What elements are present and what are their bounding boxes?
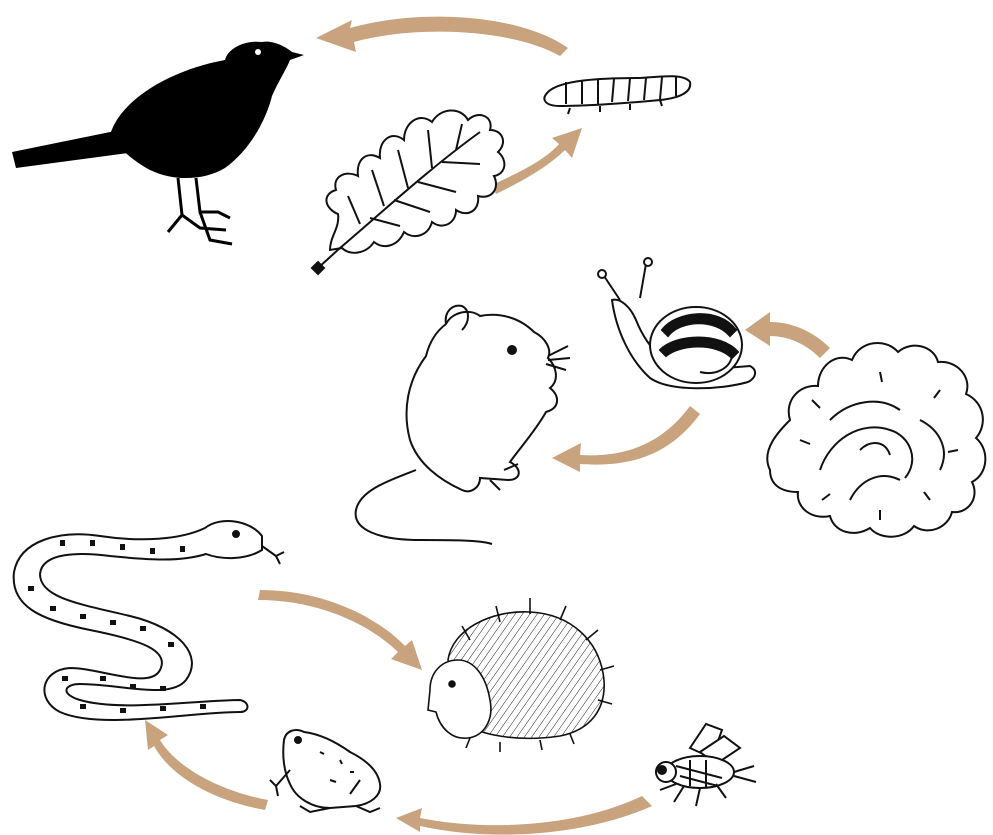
arrow-lettuce-to-snail (745, 312, 830, 358)
arrow-snake-to-hedgehog (258, 590, 422, 670)
frog-icon (270, 730, 380, 812)
blackbird-icon (12, 42, 304, 244)
snail-icon (598, 258, 755, 388)
hedgehog-icon (428, 598, 614, 752)
arrow-frog-to-snake (145, 720, 268, 810)
oak-leaf-icon (312, 110, 504, 274)
mouse-icon (356, 306, 570, 544)
arrow-snail-to-mouse (552, 406, 700, 472)
lettuce-icon (767, 343, 985, 537)
fly-icon (656, 724, 756, 806)
caterpillar-icon (544, 76, 690, 114)
arrow-leaf-to-caterpillar (492, 128, 582, 194)
arrow-caterpillar-to-blackbird (316, 17, 568, 56)
arrow-fly-to-frog (396, 796, 652, 835)
snake-icon (14, 521, 284, 720)
